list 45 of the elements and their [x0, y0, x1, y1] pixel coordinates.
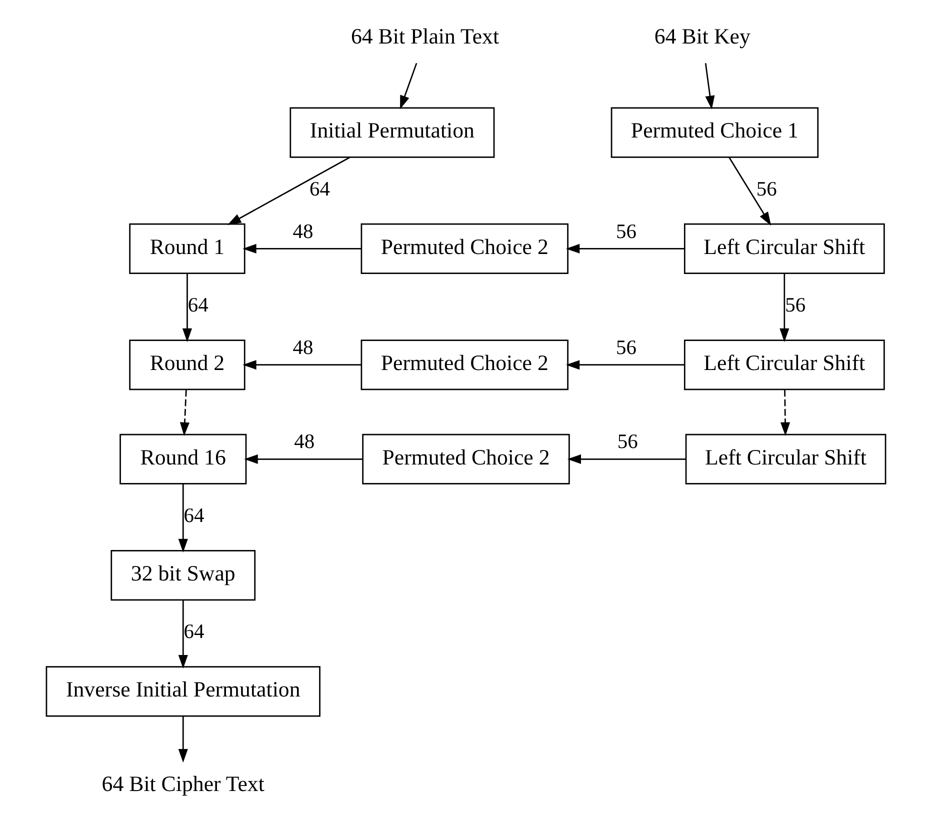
edge-label: 56: [785, 294, 806, 317]
edge-label: 64: [184, 505, 204, 528]
edge-label: 48: [292, 336, 314, 359]
node-box: Initial Permutation: [290, 107, 495, 158]
edge-label: 56: [617, 431, 638, 454]
node-box: Permuted Choice 2: [360, 223, 568, 274]
node-text: 64 Bit Cipher Text: [102, 772, 264, 796]
node-box: Round 1: [129, 223, 246, 274]
arrow: [400, 62, 418, 110]
node-box: Round 2: [129, 340, 246, 390]
edge-label: 64: [310, 178, 330, 200]
arrow: [178, 600, 188, 669]
arrow: [567, 454, 686, 464]
node-text: 64 Bit Key: [654, 24, 750, 48]
edge-label: 64: [188, 294, 208, 317]
edge-label: 56: [616, 336, 636, 359]
arrow: [227, 156, 350, 226]
node-box: Permuted Choice 2: [362, 434, 570, 484]
arrow: [780, 274, 790, 342]
arrow: [242, 244, 362, 254]
arrow: [178, 716, 188, 763]
arrow: [780, 390, 790, 436]
arrow: [180, 390, 190, 436]
node-box: Round 16: [120, 434, 247, 484]
node-box: Left Circular Shift: [684, 223, 885, 274]
edge-label: 64: [184, 621, 204, 644]
arrow: [566, 360, 684, 370]
arrow: [242, 360, 362, 370]
node-box: Permuted Choice 2: [360, 340, 568, 390]
node-box: Left Circular Shift: [685, 434, 886, 484]
arrow: [244, 454, 363, 464]
node-box: 32 bit Swap: [110, 550, 256, 601]
node-box: Inverse Initial Permutation: [46, 666, 320, 717]
edge-label: 48: [292, 220, 314, 243]
node-box: Left Circular Shift: [684, 340, 885, 390]
node-text: 64 Bit Plain Text: [350, 24, 500, 48]
arrow: [178, 484, 188, 553]
arrow: [566, 244, 684, 254]
edge-label: 56: [616, 220, 636, 243]
edge-label: 56: [756, 178, 777, 200]
arrow: [182, 274, 192, 342]
edge-label: 48: [294, 431, 315, 454]
arrow: [704, 63, 715, 110]
arrow: [728, 157, 772, 226]
node-box: Permuted Choice 1: [610, 107, 819, 158]
